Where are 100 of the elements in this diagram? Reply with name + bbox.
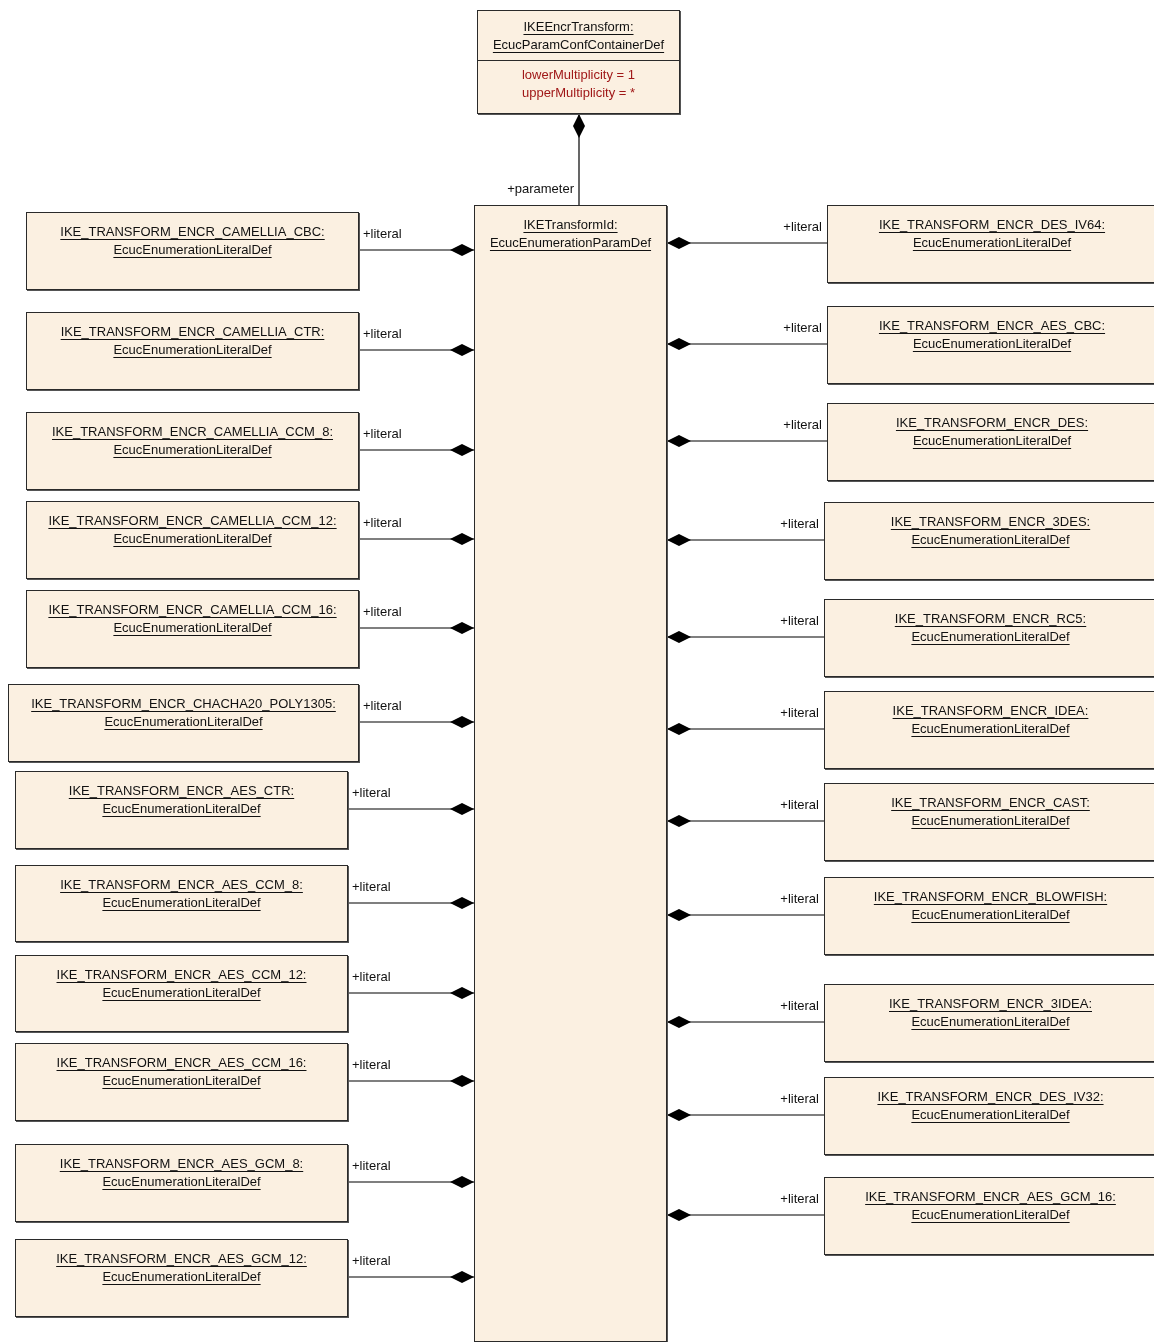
class-box <box>15 1144 348 1222</box>
class-box <box>15 771 348 849</box>
class-name: IKE_TRANSFORM_ENCR_CAMELLIA_CBC: EcucEnumerationLiteralDef <box>60 224 325 257</box>
class-name: IKE_TRANSFORM_ENCR_AES_CCM_16: EcucEnumerationLiteralDef <box>56 1055 307 1088</box>
class-name: IKE_TRANSFORM_ENCR_CAMELLIA_CCM_8: EcucEnumerationLiteralDef <box>52 424 333 457</box>
composition-connector <box>666 1109 825 1121</box>
composition-connector <box>666 1016 825 1028</box>
composition-connector <box>347 803 475 815</box>
composition-connector <box>666 237 828 249</box>
edge-label: +literal <box>351 879 392 894</box>
class-name: IKE_TRANSFORM_ENCR_AES_CTR: EcucEnumerationLiteralDef <box>68 783 295 816</box>
class-name: IKE_TRANSFORM_ENCR_AES_CCM_8: EcucEnumerationLiteralDef <box>60 877 303 910</box>
edge-label: +literal <box>362 515 403 530</box>
class-name: IKE_TRANSFORM_ENCR_3IDEA: EcucEnumerationLiteralDef <box>889 996 1092 1029</box>
class-name: IKE_TRANSFORM_ENCR_CAMELLIA_CCM_16: EcucEnumerationLiteralDef <box>48 602 337 635</box>
composition-connector <box>347 987 475 999</box>
composition-connector <box>666 338 828 350</box>
composition-connector <box>666 435 828 447</box>
composition-connector <box>358 533 475 545</box>
class-box <box>26 212 359 290</box>
class-name: IKE_TRANSFORM_ENCR_CAMELLIA_CTR: EcucEnumerationLiteralDef <box>60 324 325 357</box>
edge-label: +literal <box>779 516 820 531</box>
class-name: IKE_TRANSFORM_ENCR_AES_CCM_12: EcucEnumerationLiteralDef <box>56 967 307 1000</box>
class-box <box>824 691 1154 769</box>
edge-label: +literal <box>362 326 403 341</box>
class-name: IKE_TRANSFORM_ENCR_IDEA: EcucEnumerationLiteralDef <box>892 703 1089 736</box>
class-box <box>477 10 680 114</box>
edge-label: +literal <box>351 1158 392 1173</box>
edge-label: +literal <box>782 417 823 432</box>
class-name: IKE_TRANSFORM_ENCR_AES_GCM_16: EcucEnumerationLiteralDef <box>865 1189 1116 1222</box>
composition-connector <box>358 344 475 356</box>
edge-label: +literal <box>362 426 403 441</box>
class-box <box>824 502 1154 580</box>
class-box <box>15 1043 348 1121</box>
edge-label: +literal <box>782 320 823 335</box>
composition-connector <box>358 716 475 728</box>
attribute-text: lowerMultiplicity = 1 <box>521 66 636 84</box>
class-box <box>827 403 1154 481</box>
class-box <box>824 1177 1154 1255</box>
edge-label: +literal <box>782 219 823 234</box>
edge-label: +literal <box>779 998 820 1013</box>
class-name: IKE_TRANSFORM_ENCR_DES_IV64: EcucEnumerationLiteralDef <box>878 217 1106 250</box>
class-name: IKE_TRANSFORM_ENCR_DES: EcucEnumerationLiteralDef <box>895 415 1089 448</box>
class-name: IKE_TRANSFORM_ENCR_AES_CBC: EcucEnumerationLiteralDef <box>878 318 1106 351</box>
edge-label: +literal <box>362 698 403 713</box>
edge-label: +literal <box>362 226 403 241</box>
class-box <box>15 865 348 942</box>
class-box <box>824 599 1154 677</box>
composition-connector <box>347 1075 475 1087</box>
class-name: IKEEncrTransform: EcucParamConfContainerDef <box>492 19 665 52</box>
edge-label: +literal <box>779 613 820 628</box>
class-box <box>827 306 1154 384</box>
class-name: IKE_TRANSFORM_ENCR_3DES: EcucEnumerationLiteralDef <box>890 514 1091 547</box>
composition-connector <box>573 113 585 206</box>
class-name: IKETransformId: EcucEnumerationParamDef <box>489 217 652 250</box>
composition-connector <box>666 909 825 921</box>
class-box <box>26 590 359 668</box>
composition-connector <box>666 534 825 546</box>
class-name: IKE_TRANSFORM_ENCR_RC5: EcucEnumerationLiteralDef <box>894 611 1087 644</box>
composition-connector <box>347 897 475 909</box>
class-box <box>26 312 359 390</box>
class-box <box>26 501 359 579</box>
class-name: IKE_TRANSFORM_ENCR_CHACHA20_POLY1305: EcucEnumerationLiteralDef <box>31 696 336 729</box>
attribute-text: upperMultiplicity = * <box>521 84 636 102</box>
class-box <box>824 783 1154 861</box>
class-box <box>15 1239 348 1317</box>
composition-connector <box>666 815 825 827</box>
class-name: IKE_TRANSFORM_ENCR_CAST: EcucEnumerationLiteralDef <box>891 795 1090 828</box>
edge-label: +literal <box>779 705 820 720</box>
edge-label: +literal <box>351 969 392 984</box>
composition-connector <box>347 1271 475 1283</box>
composition-connector <box>347 1176 475 1188</box>
edge-label: +literal <box>351 1057 392 1072</box>
class-box <box>824 1077 1154 1155</box>
composition-connector <box>358 622 475 634</box>
edge-label: +literal <box>779 1091 820 1106</box>
class-name: IKE_TRANSFORM_ENCR_AES_GCM_12: EcucEnumerationLiteralDef <box>56 1251 307 1284</box>
edge-label: +literal <box>779 797 820 812</box>
composition-connector <box>666 631 825 643</box>
composition-connector <box>666 1209 825 1221</box>
class-box <box>8 684 359 762</box>
class-box <box>15 955 348 1032</box>
class-name: IKE_TRANSFORM_ENCR_BLOWFISH: EcucEnumerationLiteralDef <box>873 889 1108 922</box>
class-box <box>26 412 359 490</box>
class-box <box>824 877 1154 955</box>
class-box <box>474 205 667 1342</box>
class-name: IKE_TRANSFORM_ENCR_CAMELLIA_CCM_12: EcucEnumerationLiteralDef <box>48 513 337 546</box>
edge-label: +literal <box>779 891 820 906</box>
composition-connector <box>666 723 825 735</box>
class-box <box>827 205 1154 283</box>
edge-label: +parameter <box>506 181 575 196</box>
edge-label: +literal <box>779 1191 820 1206</box>
class-name: IKE_TRANSFORM_ENCR_DES_IV32: EcucEnumerationLiteralDef <box>877 1089 1104 1122</box>
class-name: IKE_TRANSFORM_ENCR_AES_GCM_8: EcucEnumerationLiteralDef <box>59 1156 304 1189</box>
composition-connector <box>358 444 475 456</box>
edge-label: +literal <box>362 604 403 619</box>
edge-label: +literal <box>351 1253 392 1268</box>
edge-label: +literal <box>351 785 392 800</box>
class-box <box>824 984 1154 1062</box>
composition-connector <box>358 244 475 256</box>
